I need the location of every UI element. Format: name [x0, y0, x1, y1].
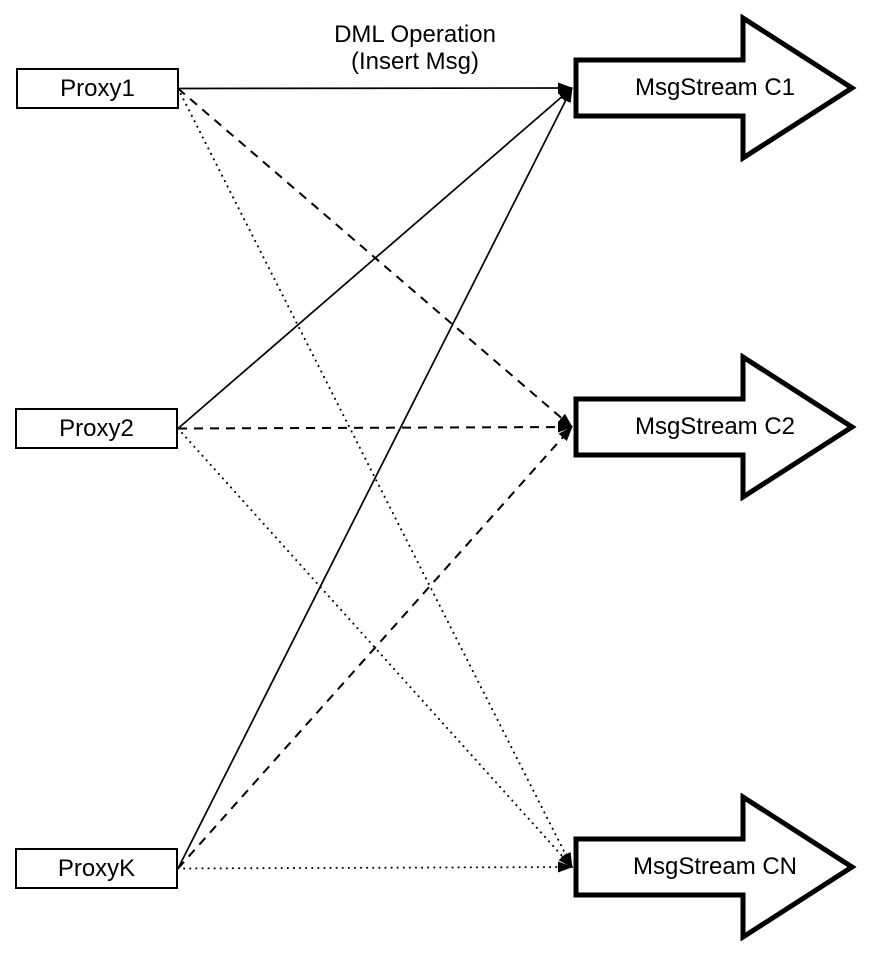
edge-group — [177, 82, 573, 873]
proxyk-node: ProxyK — [15, 848, 178, 889]
edge-proxy2-cn-dotted — [177, 427, 573, 868]
msgstream-c2-node: MsgStream C2 — [573, 353, 857, 501]
edge-proxy1-cn-dotted — [177, 87, 573, 868]
block-arrow-icon — [573, 793, 857, 941]
dml-operation-label-line2: (Insert Msg) — [350, 48, 479, 75]
edge-proxy1-c1-solid — [177, 82, 573, 94]
block-arrow-icon — [573, 14, 857, 162]
edge-proxy1-c2-dashed — [177, 87, 573, 428]
dml-operation-label-line1: DML Operation — [334, 21, 496, 48]
edge-proxy2-c2-dashed — [177, 421, 573, 433]
edge-proxyk-c1-solid — [177, 87, 573, 869]
proxy2-node: Proxy2 — [15, 408, 178, 449]
msgstream-cn-node: MsgStream CN — [573, 793, 857, 941]
proxy2-label: Proxy2 — [59, 414, 134, 442]
proxy1-node: Proxy1 — [16, 68, 179, 109]
edge-proxyk-cn-dotted — [177, 861, 573, 873]
edge-proxyk-c2-dashed — [177, 426, 573, 870]
proxyk-label: ProxyK — [57, 854, 136, 882]
msgstream-c1-node: MsgStream C1 — [573, 14, 857, 162]
proxy1-label: Proxy1 — [60, 74, 135, 102]
dml-operation-label: DML Operation (Insert Msg) — [290, 21, 540, 75]
block-arrow-icon — [573, 353, 857, 501]
